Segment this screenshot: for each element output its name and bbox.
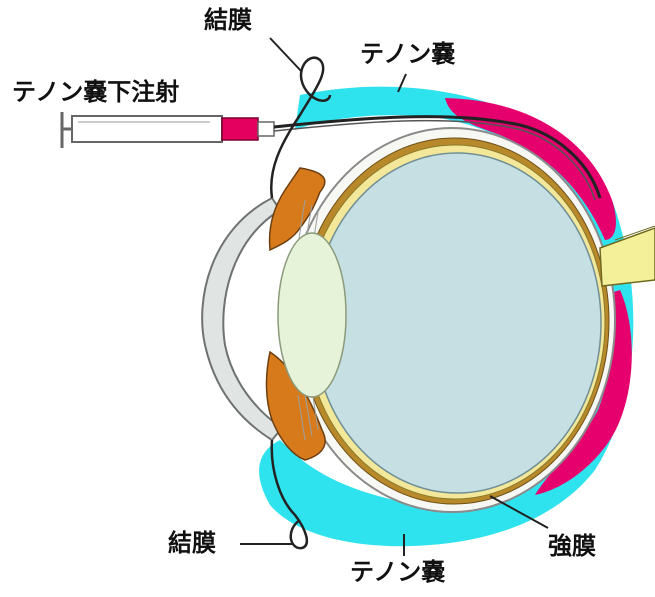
label-tenon-top: テノン嚢 xyxy=(360,42,455,66)
vitreous-body xyxy=(313,153,601,493)
lens xyxy=(278,233,346,397)
label-conjunctiva-bottom: 結膜 xyxy=(168,531,216,555)
label-sclera: 強膜 xyxy=(548,534,596,558)
label-injection: テノン嚢下注射 xyxy=(12,80,179,104)
label-conjunctiva-top: 結膜 xyxy=(204,8,252,32)
label-tenon-bottom: テノン嚢 xyxy=(350,560,445,584)
leader-conjunctiva-top xyxy=(270,38,302,72)
